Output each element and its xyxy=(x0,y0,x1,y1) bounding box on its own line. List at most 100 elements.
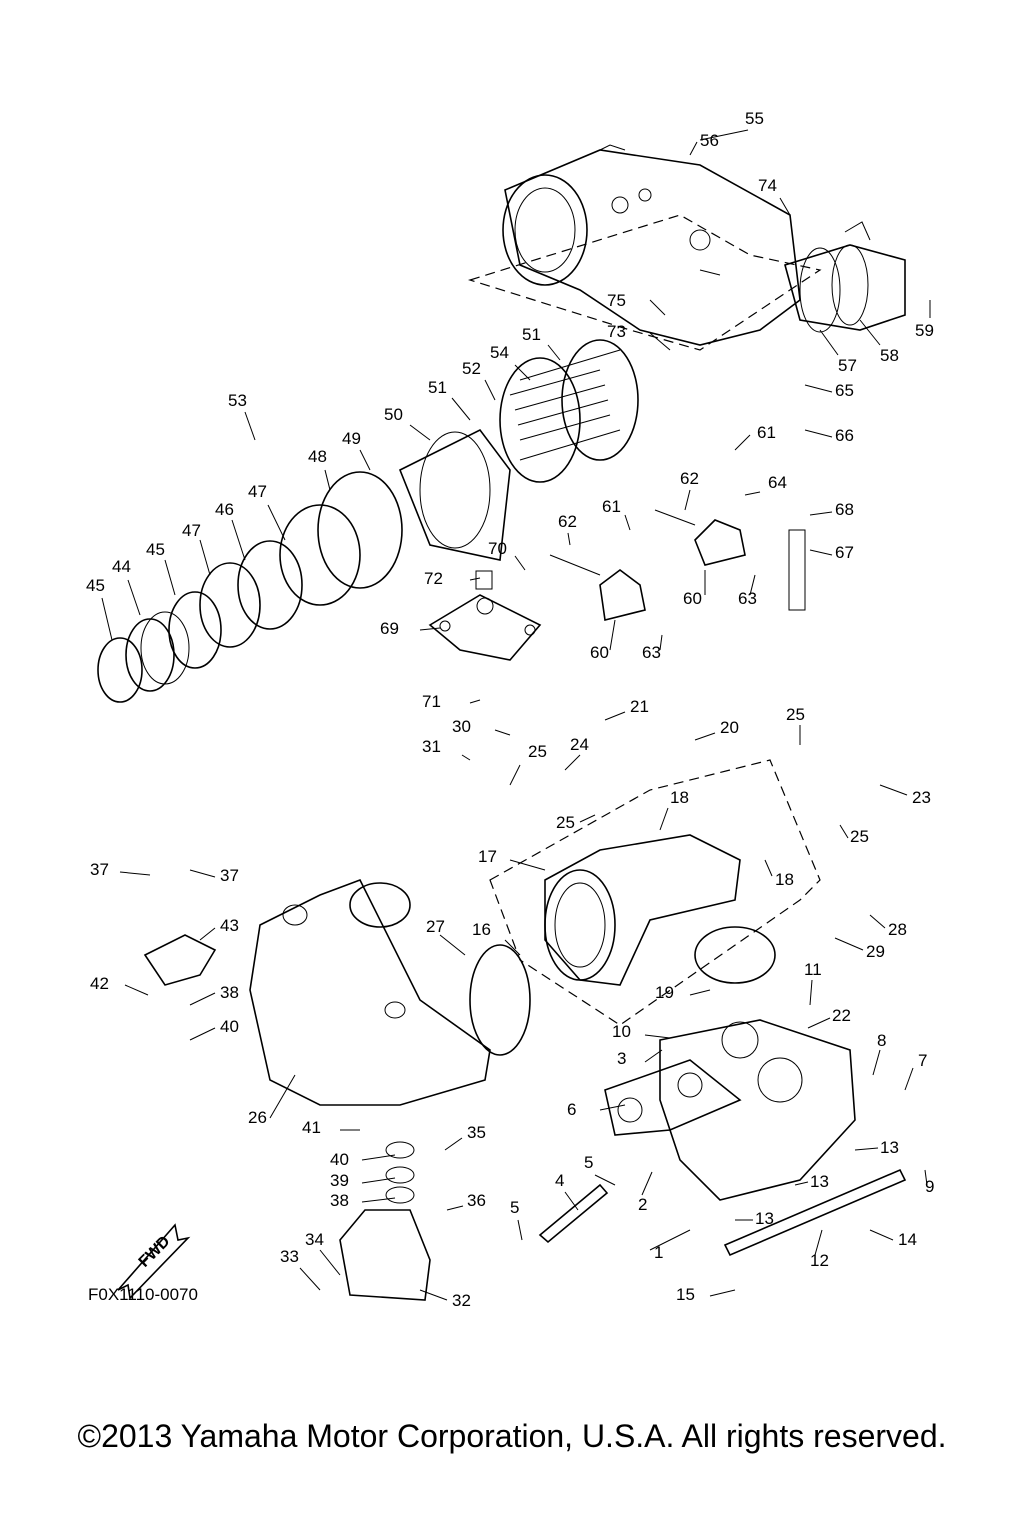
callout-62: 62 xyxy=(558,512,577,531)
callout-44: 44 xyxy=(112,557,131,576)
diagram-code: F0X1110-0070 xyxy=(88,1285,198,1304)
leader-line-62 xyxy=(684,489,691,511)
callout-58: 58 xyxy=(880,346,899,365)
leader-line-45 xyxy=(101,597,113,641)
leader-line-2 xyxy=(641,1171,653,1196)
callout-18: 18 xyxy=(775,870,794,889)
leader-line-19 xyxy=(689,989,711,996)
leader-line-56 xyxy=(689,141,698,156)
leader-line-46 xyxy=(231,519,246,561)
callout-47: 47 xyxy=(248,482,267,501)
callout-15: 15 xyxy=(676,1285,695,1304)
callout-61: 61 xyxy=(602,497,621,516)
leader-line-29 xyxy=(834,937,864,951)
callout-61: 61 xyxy=(757,423,776,442)
leader-line-36 xyxy=(446,1205,464,1211)
callout-43: 43 xyxy=(220,916,239,935)
leader-line-4 xyxy=(564,1191,579,1211)
callout-64: 64 xyxy=(768,473,787,492)
leader-line-22 xyxy=(807,1017,831,1029)
leader-line-34 xyxy=(319,1249,341,1276)
leader-line-57 xyxy=(819,329,839,356)
mount-brackets xyxy=(549,509,806,621)
callout-3: 3 xyxy=(617,1049,626,1068)
callout-34: 34 xyxy=(305,1230,324,1249)
leader-line-25 xyxy=(839,824,849,839)
leader-line-43 xyxy=(199,927,216,941)
callout-27: 27 xyxy=(426,917,445,936)
callout-13: 13 xyxy=(880,1138,899,1157)
leader-line-18 xyxy=(764,859,773,877)
callout-47: 47 xyxy=(182,521,201,540)
leader-line-48 xyxy=(324,469,331,491)
bracket xyxy=(428,570,542,661)
pipes xyxy=(538,1168,907,1257)
engine-mount xyxy=(339,1141,431,1301)
leader-line-42 xyxy=(124,984,149,996)
callout-18: 18 xyxy=(670,788,689,807)
leader-line-7 xyxy=(904,1067,914,1091)
callout-25: 25 xyxy=(850,827,869,846)
leader-line-20 xyxy=(694,732,716,741)
leader-line-61 xyxy=(624,514,631,531)
leader-line-30 xyxy=(494,729,511,736)
callout-38: 38 xyxy=(330,1191,349,1210)
callout-23: 23 xyxy=(912,788,931,807)
callout-labels: 5556745958577573515452515049484746474544… xyxy=(86,109,934,1310)
leader-line-58 xyxy=(859,319,881,346)
callout-25: 25 xyxy=(528,742,547,761)
callout-13: 13 xyxy=(810,1172,829,1191)
callout-60: 60 xyxy=(590,643,609,662)
callout-52: 52 xyxy=(462,359,481,378)
leader-line-69 xyxy=(419,627,441,631)
callout-11: 11 xyxy=(804,960,822,979)
leader-line-3 xyxy=(644,1049,663,1063)
callout-57: 57 xyxy=(838,356,857,375)
leader-line-6 xyxy=(599,1104,626,1111)
callout-51: 51 xyxy=(428,378,447,397)
leader-line-31 xyxy=(461,754,471,761)
leader-line-37 xyxy=(189,869,216,878)
callout-45: 45 xyxy=(146,540,165,559)
callout-51: 51 xyxy=(522,325,541,344)
leader-line-65 xyxy=(804,384,833,393)
leader-line-52 xyxy=(484,379,496,401)
leader-line-51 xyxy=(547,344,561,361)
leader-line-63 xyxy=(749,574,756,596)
leader-line-9 xyxy=(924,1169,928,1186)
leader-line-35 xyxy=(444,1137,463,1151)
leader-line-8 xyxy=(872,1049,881,1076)
leader-line-72 xyxy=(469,577,481,581)
callout-54: 54 xyxy=(490,343,509,362)
leader-line-50 xyxy=(409,424,431,441)
leader-line-12 xyxy=(814,1229,823,1256)
callout-71: 71 xyxy=(422,692,441,711)
callout-36: 36 xyxy=(467,1191,486,1210)
exhaust-pipe xyxy=(544,834,741,986)
leader-line-1 xyxy=(649,1229,691,1251)
leader-line-40 xyxy=(361,1154,396,1161)
callout-24: 24 xyxy=(570,735,589,754)
callout-37: 37 xyxy=(220,866,239,885)
leader-line-21 xyxy=(604,711,626,721)
leader-line-66 xyxy=(804,429,833,438)
callout-75: 75 xyxy=(607,291,626,310)
callout-5: 5 xyxy=(584,1153,593,1172)
callout-46: 46 xyxy=(215,500,234,519)
dashed-group-outline-2 xyxy=(467,214,822,351)
leader-line-60 xyxy=(609,619,616,651)
callout-41: 41 xyxy=(302,1118,321,1137)
leader-line-51 xyxy=(451,397,471,421)
callout-63: 63 xyxy=(738,589,757,608)
callout-6: 6 xyxy=(567,1100,576,1119)
leader-line-25 xyxy=(579,814,596,823)
callout-39: 39 xyxy=(330,1171,349,1190)
leader-line-75 xyxy=(649,299,666,316)
callout-62: 62 xyxy=(680,469,699,488)
leader-line-37 xyxy=(119,871,151,876)
callout-65: 65 xyxy=(835,381,854,400)
callout-53: 53 xyxy=(228,391,247,410)
water-lock-box xyxy=(249,878,491,1106)
leader-line-15 xyxy=(709,1289,736,1297)
